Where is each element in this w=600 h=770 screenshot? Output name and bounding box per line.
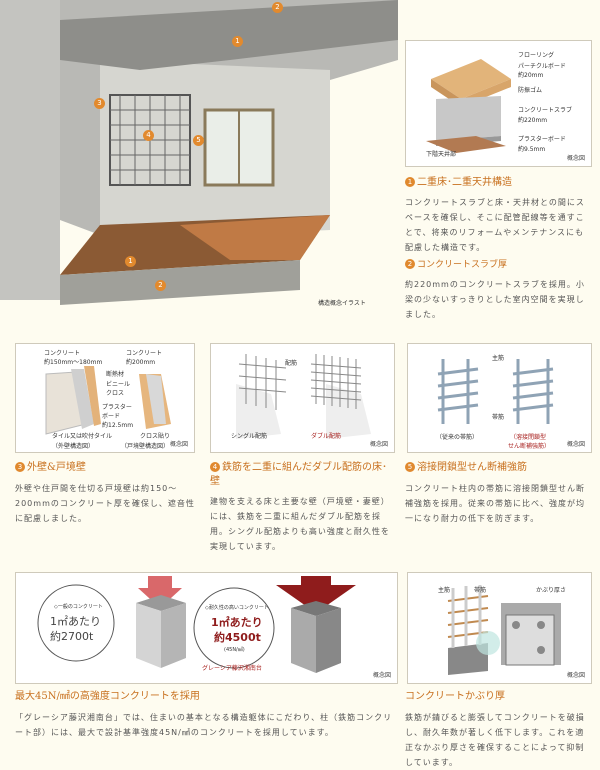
- concept-note: 概念図: [566, 441, 585, 448]
- normal-concrete-label: ◇一般のコンクリート: [54, 604, 103, 610]
- number-badge: 2: [405, 259, 415, 269]
- section-3-title-text: 外壁&戸境壁: [27, 462, 86, 473]
- high-arrow: [276, 576, 356, 613]
- number-badge: 4: [210, 462, 220, 472]
- section-4-body: 建物を支える床と主要な壁（戸境壁・妻壁）には、鉄筋を二重に組んだダブル配筋を採用…: [210, 497, 390, 551]
- section-1-body: コンクリートスラブと床・天井材との間にスペースを確保し、そこに配管配線等を通すこ…: [405, 198, 585, 252]
- section-6-body: 「グレーシア藤沢湘南台」では、住まいの基本となる構造躯体にこだわり、柱（鉄筋コン…: [15, 713, 393, 737]
- section-7-title: コンクリートかぶり厚: [405, 691, 505, 702]
- label-plaster-thickness: 約9.5mm: [518, 146, 546, 153]
- concept-note: 概念図: [169, 441, 188, 448]
- label-concrete-2: コンクリート: [126, 350, 163, 357]
- marker-3: 3: [94, 98, 105, 109]
- marker-2: 2: [272, 2, 283, 13]
- section-2-body: 約220mmのコンクリートスラブを採用。小梁の少ないすっきりとした室内空間を実現…: [405, 280, 585, 319]
- concept-note: 概念図: [372, 672, 391, 679]
- label-double-rebar: ダブル配筋: [311, 433, 342, 440]
- label-concrete: コンクリート: [44, 350, 81, 357]
- number-badge: 1: [405, 177, 415, 187]
- high-concrete-strength: (45N/㎟): [224, 647, 245, 653]
- cover-illustration: [447, 585, 561, 675]
- slab-diagram: フローリング パーチクルボード 約20mm 防振ゴム コンクリートスラブ 約22…: [405, 40, 592, 167]
- label-vinyl-cloth: ビニールクロス: [106, 381, 131, 397]
- strength-illustration: [37, 576, 356, 673]
- high-concrete-line1: 1㎡あたり: [211, 616, 263, 629]
- high-concrete-label: ◇耐久性の高いコンクリート: [205, 605, 269, 611]
- rebar-illustration: [236, 354, 371, 439]
- cover-diagram: 主筋 帯筋 かぶり厚さ 概念図: [407, 572, 592, 684]
- hoop-illustration: [437, 359, 554, 424]
- label-concrete-thickness: 約150mm〜180mm: [44, 359, 103, 366]
- label-ceiling: 下階天井部: [426, 151, 457, 158]
- label-conventional-hoop: （従来の帯筋）: [436, 434, 479, 441]
- label-rebar: 配筋: [285, 360, 298, 367]
- label-party-wall: （戸境壁構造図）: [121, 443, 170, 450]
- label-flooring: フローリング: [518, 52, 555, 59]
- section-6-title: 最大45N/㎟の高強度コンクリートを採用: [15, 691, 200, 702]
- normal-concrete-line2: 約2700t: [50, 630, 94, 643]
- normal-arrow: [138, 576, 182, 608]
- hoop-diagram: 主筋 帯筋 （従来の帯筋） （溶接閉鎖型せん断補強筋） 概念図: [407, 343, 592, 453]
- label-main-rebar: 主筋: [438, 587, 451, 594]
- structure-illustration: 1 2 3 4 5 1 2 構造概念イラスト: [0, 0, 398, 312]
- wall-diagram: コンクリート 約150mm〜180mm 断熱材 ビニールクロス プラスターボード…: [15, 343, 195, 453]
- label-slab: コンクリートスラブ: [518, 107, 573, 114]
- room-cutaway-illustration: [0, 0, 398, 305]
- label-rubber: 防振ゴム: [518, 87, 543, 94]
- concept-note: 概念図: [369, 441, 388, 448]
- label-particle-board: パーチクルボード: [518, 63, 566, 70]
- high-concrete-line2: 約4500t: [214, 631, 261, 644]
- concept-note: 概念図: [566, 155, 585, 162]
- slab-illustration: [426, 59, 511, 153]
- rebar-diagram: 配筋 シングル配筋 ダブル配筋 概念図: [210, 343, 395, 453]
- section-4-title-text: 鉄筋を二重に組んだダブル配筋の床･壁: [210, 462, 387, 487]
- normal-concrete-line1: 1㎡あたり: [50, 615, 101, 628]
- section-5-body: コンクリート柱内の帯筋に溶接閉鎖型せん断補強筋を採用。従来の帯筋に比べ、強度が均…: [405, 484, 585, 523]
- label-single-rebar: シングル配筋: [231, 433, 268, 440]
- strength-diagram: ◇一般のコンクリート 1㎡あたり 約2700t ◇耐久性の高いコンクリート 1㎡…: [15, 572, 398, 684]
- section-1-title-text: 二重床･二重天井構造: [417, 177, 512, 188]
- illustration-caption: 構造概念イラスト: [318, 300, 366, 307]
- label-hoop: 帯筋: [492, 414, 505, 421]
- number-badge: 5: [405, 462, 415, 472]
- marker-1b: 1: [125, 256, 136, 267]
- label-insulation: 断熱材: [106, 371, 125, 378]
- label-plasterboard: プラスターボード: [102, 404, 132, 420]
- label-tile: タイル又は吹付タイル: [52, 433, 113, 440]
- label-hoop: 帯筋: [474, 587, 487, 594]
- section-5-title-text: 溶接閉鎖型せん断補強筋: [417, 462, 527, 473]
- label-welded-hoop: （溶接閉鎖型せん断補強筋）: [508, 434, 551, 450]
- label-plasterboard-thickness: 約12.5mm: [102, 422, 134, 429]
- marker-5: 5: [193, 135, 204, 146]
- section-3-body: 外壁や住戸間を仕切る戸境壁は約150〜200mmのコンクリート厚を確保し、遮音性…: [15, 484, 195, 523]
- label-exterior-wall: （外壁構造図）: [52, 443, 95, 450]
- label-particle-thickness: 約20mm: [518, 72, 544, 79]
- brand-label: グレーシア藤沢湘南台: [202, 665, 262, 672]
- marker-1: 1: [232, 36, 243, 47]
- number-badge: 3: [15, 462, 25, 472]
- label-cloth: クロス貼り: [140, 433, 171, 440]
- label-cover-thickness: かぶり厚さ: [536, 587, 567, 594]
- label-concrete-2-thickness: 約200mm: [126, 359, 156, 366]
- marker-4: 4: [143, 130, 154, 141]
- label-main-rebar: 主筋: [492, 355, 505, 362]
- marker-2b: 2: [155, 280, 166, 291]
- label-slab-thickness: 約220mm: [518, 117, 548, 124]
- section-7-body: 鉄筋が錆びると膨張してコンクリートを破損し、耐久年数が著しく低下します。これを適…: [405, 713, 585, 767]
- label-plaster: プラスターボード: [518, 136, 566, 143]
- concept-note: 概念図: [566, 672, 585, 679]
- wall-illustration: [45, 366, 171, 435]
- section-2-title-text: コンクリートスラブ厚: [417, 260, 508, 270]
